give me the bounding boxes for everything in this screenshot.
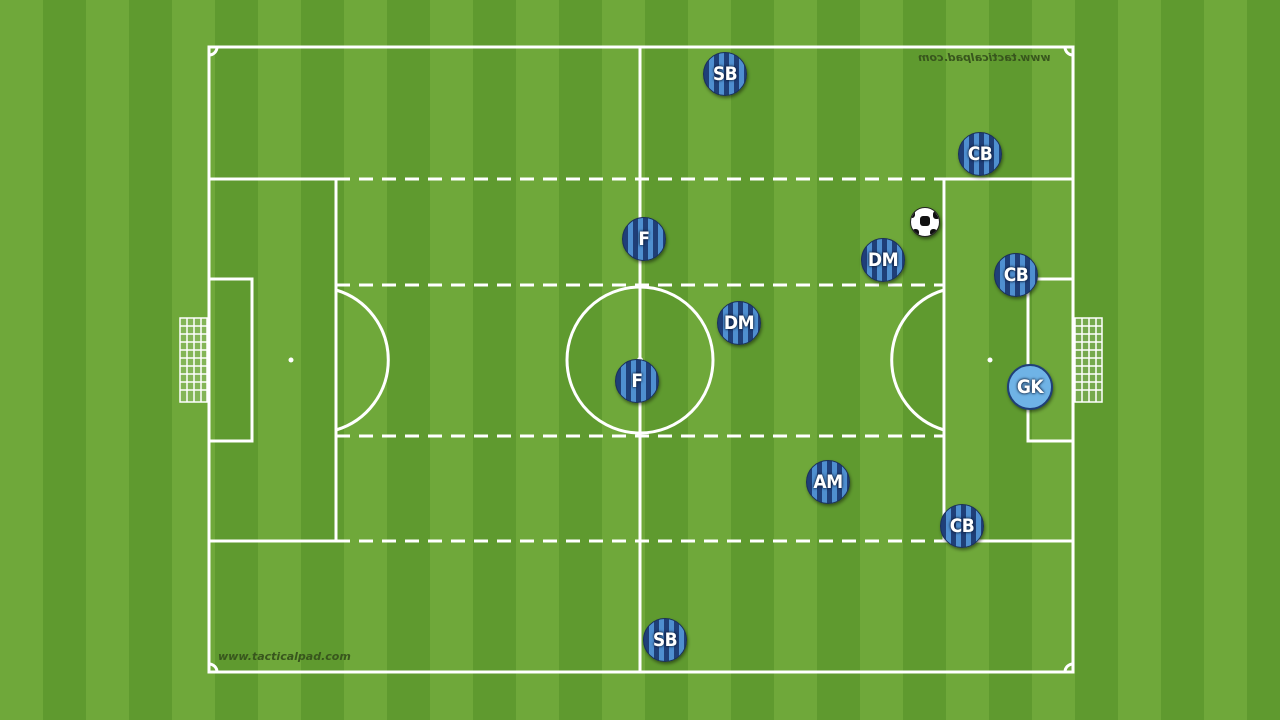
watermark-top: www.tacticalpad.com: [918, 51, 1051, 64]
player-label: GK: [1016, 376, 1044, 398]
player-label: CB: [1003, 264, 1029, 286]
player-gk[interactable]: GK: [1007, 364, 1053, 410]
corner-arc-bottom-right: [1063, 662, 1074, 673]
right-goal: [1074, 317, 1103, 403]
player-am[interactable]: AM: [806, 460, 850, 504]
player-label: DM: [723, 312, 755, 334]
player-label: AM: [813, 471, 843, 493]
left-goal-area: [207, 277, 254, 443]
player-cb-bottom[interactable]: CB: [940, 504, 984, 548]
player-cb-mid[interactable]: CB: [994, 253, 1038, 297]
right-penalty-arc: [890, 288, 945, 432]
player-dm-center[interactable]: DM: [717, 301, 761, 345]
player-label: SB: [712, 63, 738, 85]
player-label: F: [631, 370, 643, 392]
right-penalty-area: [942, 177, 1075, 543]
player-label: CB: [967, 143, 993, 165]
center-circle: [565, 285, 715, 435]
player-dm-right[interactable]: DM: [861, 238, 905, 282]
player-label: SB: [652, 629, 678, 651]
player-sb-top[interactable]: SB: [703, 52, 747, 96]
left-goal: [179, 317, 208, 403]
corner-arc-top-right: [1063, 46, 1074, 57]
right-penalty-spot: [987, 357, 993, 363]
player-label: F: [638, 228, 650, 250]
left-penalty-arc: [335, 288, 390, 432]
watermark-bottom: www.tacticalpad.com: [218, 650, 351, 663]
left-penalty-area: [207, 177, 338, 543]
player-cb-top[interactable]: CB: [958, 132, 1002, 176]
right-goal-area: [1026, 277, 1075, 443]
corner-arc-bottom-left: [208, 662, 219, 673]
player-f-center[interactable]: F: [615, 359, 659, 403]
soccer-ball-icon[interactable]: [910, 207, 940, 237]
player-label: CB: [949, 515, 975, 537]
player-f-upper[interactable]: F: [622, 217, 666, 261]
left-penalty-spot: [288, 357, 294, 363]
corner-arc-top-left: [208, 46, 219, 57]
player-sb-bottom[interactable]: SB: [643, 618, 687, 662]
player-label: DM: [867, 249, 899, 271]
